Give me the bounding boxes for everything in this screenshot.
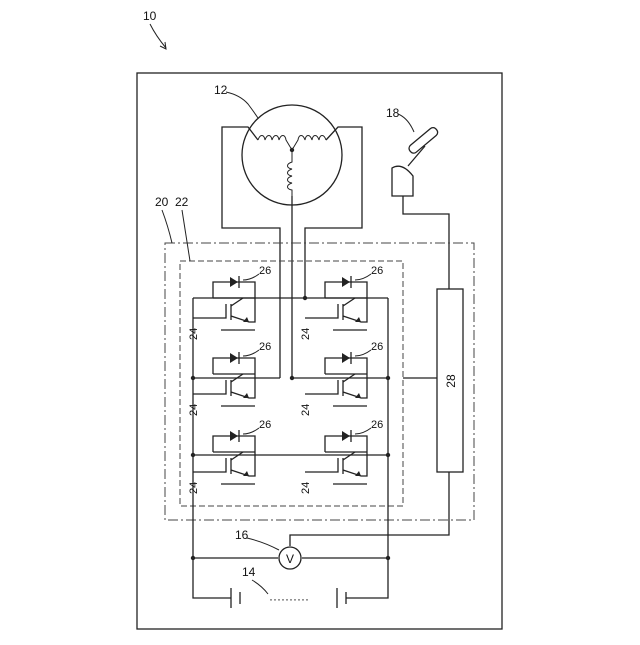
battery-cells-ellipsis: ·········· <box>269 592 309 606</box>
node-left-mid <box>191 376 195 380</box>
ref-leader-diode-4 <box>355 350 371 356</box>
diode-triangle-2 <box>342 277 350 287</box>
transistor-collector-6 <box>343 452 355 460</box>
ref-label-motor: 12 <box>214 83 228 97</box>
ref-label-switch-1: 24 <box>188 328 200 340</box>
ref-label-switch-6: 24 <box>300 482 312 494</box>
ref-label-diode-3: 26 <box>259 341 271 353</box>
ref-label-switch-5: 24 <box>188 482 200 494</box>
ref-label-diode-1: 26 <box>259 265 271 277</box>
ref-leader-voltmeter <box>247 538 279 550</box>
motor-winding-left <box>258 136 292 151</box>
diode-triangle-1 <box>230 277 238 287</box>
ref-label-diode-4: 26 <box>371 341 383 353</box>
ref-leader-battery <box>252 580 268 594</box>
control-voltage-line <box>290 472 449 546</box>
ref-label-controller: 20 <box>155 195 169 209</box>
motor <box>222 105 362 378</box>
transistor-gate-4 <box>305 380 338 394</box>
transistor-gate-1 <box>193 304 226 318</box>
battery: ·········· <box>231 588 346 608</box>
transistor-gate-6 <box>305 458 338 472</box>
switch-cells: 24 26 24 26 24 26 24 26 24 26 24 26 <box>188 265 383 494</box>
ref-leader-inverter <box>182 210 190 261</box>
ref-label-voltmeter: 16 <box>235 528 249 542</box>
phase-lead-u <box>222 127 280 378</box>
ref-leader-pedal <box>398 114 414 132</box>
pedal-base <box>392 166 413 196</box>
diode-triangle-3 <box>230 353 238 363</box>
device-enclosure <box>137 73 502 629</box>
diode-triangle-6 <box>342 431 350 441</box>
ref-arrow-device <box>160 42 166 49</box>
transistor-collector-5 <box>231 452 243 460</box>
transistor-arrow-3 <box>243 393 249 398</box>
motor-winding-right <box>292 136 326 151</box>
ref-label-diode-6: 26 <box>371 419 383 431</box>
ref-label-diode-2: 26 <box>371 265 383 277</box>
node-w <box>290 376 294 380</box>
transistor-gate-2 <box>305 304 338 318</box>
ref-leader-device <box>150 24 166 48</box>
pedal-arm <box>408 146 425 166</box>
ref-leader-diode-5 <box>243 428 259 434</box>
ref-label-diode-5: 26 <box>259 419 271 431</box>
controller-boundary <box>165 243 474 520</box>
node-left-low <box>191 453 195 457</box>
transistor-emitter-1 <box>231 298 255 322</box>
ref-leader-motor <box>226 92 258 118</box>
ref-label-battery: 14 <box>242 565 256 579</box>
transistor-collector-1 <box>231 298 243 306</box>
ref-label-inverter: 22 <box>175 195 189 209</box>
ref-label-switch-4: 24 <box>300 404 312 416</box>
diode-triangle-4 <box>342 353 350 363</box>
voltmeter: V <box>191 547 390 569</box>
ref-label-switch-2: 24 <box>300 328 312 340</box>
transistor-collector-2 <box>343 298 355 306</box>
ref-label-pedal: 18 <box>386 106 400 120</box>
phase-lead-v <box>305 127 362 298</box>
node-right-mid <box>386 376 390 380</box>
transistor-gate-3 <box>193 380 226 394</box>
ref-leader-controller <box>162 210 172 243</box>
motor-neutral-point <box>290 148 294 152</box>
voltmeter-symbol: V <box>286 552 294 566</box>
transistor-emitter-2 <box>343 298 367 322</box>
negative-rail <box>193 298 231 598</box>
transistor-arrow-5 <box>243 471 249 476</box>
ref-label-switch-3: 24 <box>188 404 200 416</box>
transistor-arrow-2 <box>355 317 361 322</box>
ref-label-device: 10 <box>143 9 157 23</box>
ref-leader-diode-1 <box>243 274 259 280</box>
accelerator-pedal <box>392 126 449 289</box>
ref-leader-diode-3 <box>243 350 259 356</box>
node-volt-right <box>386 556 390 560</box>
ref-leader-diode-2 <box>355 274 371 280</box>
diode-triangle-5 <box>230 431 238 441</box>
motor-winding-bottom <box>288 150 293 196</box>
control-unit-label: 28 <box>444 374 458 388</box>
transistor-gate-5 <box>193 458 226 472</box>
ref-leader-diode-6 <box>355 428 371 434</box>
node-v <box>303 296 307 300</box>
transistor-arrow-6 <box>355 471 361 476</box>
node-right-low <box>386 453 390 457</box>
node-volt-left <box>191 556 195 560</box>
transistor-arrow-1 <box>243 317 249 322</box>
pedal-lever <box>407 126 439 155</box>
transistor-arrow-4 <box>355 393 361 398</box>
